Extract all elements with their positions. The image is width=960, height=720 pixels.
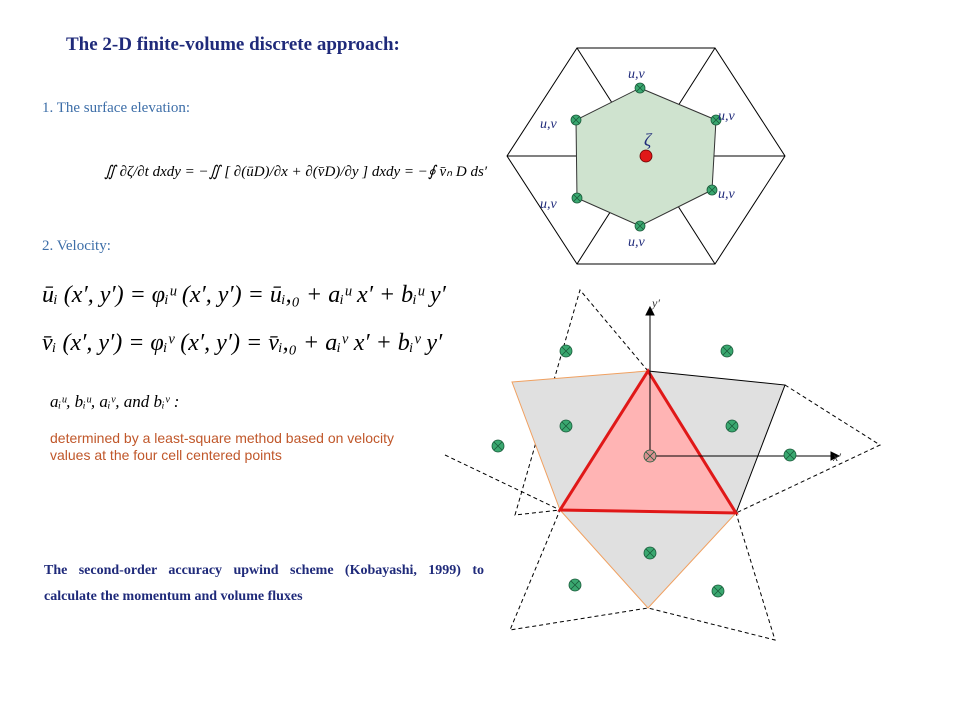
velocity-node [634,82,646,94]
velocity-u-equation: ūᵢ (x′, y′) = φᵢᵘ (x′, y′) = ūᵢ,₀ + aᵢᵘ … [42,282,446,308]
velocity-v-equation: v̄ᵢ (x′, y′) = φᵢᵛ (x′, y′) = v̄ᵢ,₀ + aᵢ… [42,330,443,356]
cell-center-node [643,546,657,560]
triangle-cell-figure: y′ x′ [444,288,882,641]
cell-center-node [559,419,573,433]
cell-center-node [643,449,657,463]
page-title: The 2-D finite-volume discrete approach: [66,34,400,55]
velocity-node [710,114,722,126]
uv-label: u,v [540,197,558,212]
least-square-note: determined by a least-square method base… [50,430,394,463]
uv-label: u,v [628,235,646,250]
cell-center-node [491,439,505,453]
cell-center-node [559,344,573,358]
surface-elevation-label: 1. The surface elevation: [42,100,190,116]
uv-label: u,v [718,109,736,124]
zeta-label: ζ [644,130,653,150]
velocity-node [706,184,718,196]
central-triangle [557,368,739,515]
cell-center-nodes [491,344,797,598]
upwind-scheme-text: The second-order accuracy upwind scheme … [44,563,484,604]
velocity-node [634,220,646,232]
uv-label: u,v [718,187,736,202]
velocity-label: 2. Velocity: [42,238,111,254]
y-axis-label: y′ [651,296,660,310]
outer-dashed-cells [444,288,882,641]
cell-center-node [783,448,797,462]
cell-center-node [720,344,734,358]
x-axis-label: x′ [832,450,841,464]
cell-center-node [711,584,725,598]
uv-label: u,v [628,67,646,82]
hexagon-control-volume-figure: u,v u,v u,v u,v u,v u,v ζ [506,47,786,265]
local-axes [645,305,841,461]
velocity-node [571,192,583,204]
elevation-node [639,149,653,163]
uv-label: u,v [540,117,558,132]
cell-center-node [568,578,582,592]
velocity-nodes [570,82,722,232]
cell-center-node [725,419,739,433]
coefficients-label: aᵢᵘ, bᵢᵘ, aᵢᵛ, and bᵢᵛ : [50,392,180,411]
velocity-node [570,114,582,126]
continuity-equation: ∬ ∂ζ/∂t dxdy = −∬ [ ∂(ūD)/∂x + ∂(v̄D)/∂y… [104,164,488,180]
